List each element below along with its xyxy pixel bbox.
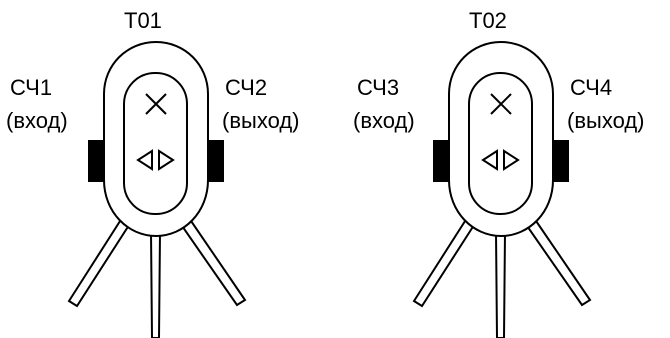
center-leg xyxy=(149,231,162,338)
sensor-sch2-name: СЧ2 xyxy=(225,75,267,100)
left-leg xyxy=(67,216,133,308)
right-leg xyxy=(178,216,247,307)
center-leg xyxy=(494,231,507,338)
device-t02-title: T02 xyxy=(469,8,507,33)
sensor-sch4-role: (выход) xyxy=(567,108,645,133)
device-t01-title: T01 xyxy=(124,8,162,33)
sensor-block-left xyxy=(88,140,105,182)
sensor-sch3-role: (вход) xyxy=(353,108,415,133)
indicator-window xyxy=(123,72,188,215)
sensor-sch1-role: (вход) xyxy=(6,108,68,133)
indicator-window xyxy=(468,72,533,215)
sensor-sch4-name: СЧ4 xyxy=(570,75,612,100)
left-leg xyxy=(412,216,478,308)
sensor-block-right xyxy=(552,140,569,182)
right-leg xyxy=(523,216,592,307)
sensor-block-right xyxy=(207,140,224,182)
bidirectional-arrow-icon xyxy=(136,149,175,171)
cross-icon xyxy=(490,93,512,115)
sensor-sch3-name: СЧ3 xyxy=(357,75,399,100)
device-t01: T01 СЧ1 (вход) СЧ2 (выход) xyxy=(6,8,300,338)
cross-icon xyxy=(145,93,167,115)
bidirectional-arrow-icon xyxy=(481,149,520,171)
device-t02: T02 СЧ3 (вход) СЧ4 (выход) xyxy=(353,8,645,338)
tripod-legs xyxy=(412,216,592,338)
sensor-sch2-role: (выход) xyxy=(222,108,300,133)
sensor-sch1-name: СЧ1 xyxy=(10,75,52,100)
sensor-block-left xyxy=(433,140,450,182)
